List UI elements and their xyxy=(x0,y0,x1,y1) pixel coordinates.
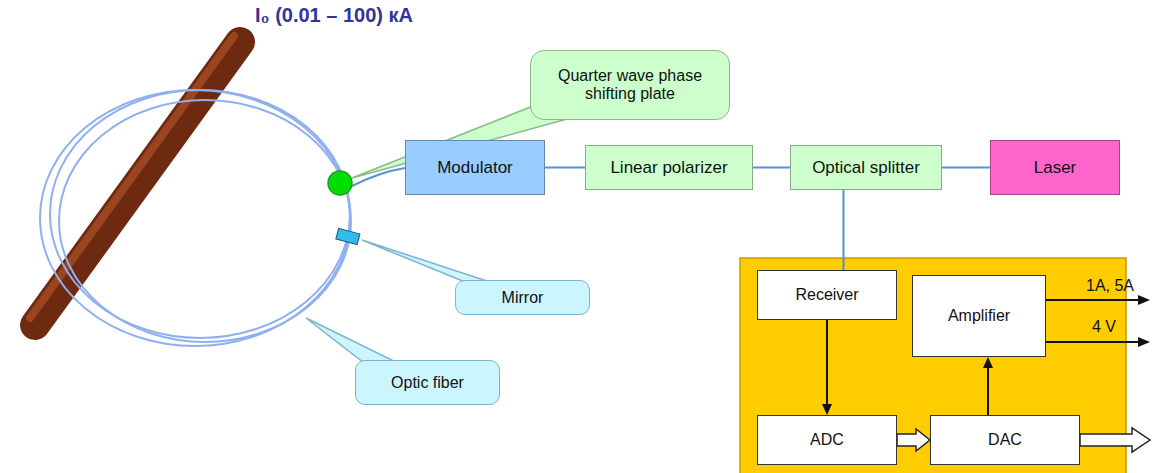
circuit-block: Receiver xyxy=(757,270,897,320)
output-wire xyxy=(1046,299,1140,301)
node-text: DAC xyxy=(988,431,1022,449)
circuit-block: Amplifier xyxy=(912,275,1046,357)
node-text: Modulator xyxy=(437,158,513,178)
quarter-wave-plate xyxy=(328,171,352,195)
node-text: Linear polarizer xyxy=(610,158,727,178)
digital-output-arrow xyxy=(1080,428,1150,452)
arrow-head xyxy=(822,404,832,415)
process-box: Laser xyxy=(990,140,1120,195)
callout-box: Mirror xyxy=(455,280,590,315)
output-wire xyxy=(1046,341,1140,343)
fiber-link xyxy=(545,167,585,169)
fiber-link xyxy=(942,167,990,169)
data-bus-arrow xyxy=(897,429,930,451)
fiber-loop xyxy=(40,90,350,346)
node-text: Receiver xyxy=(795,286,858,304)
current-range-label: I₀ (0.01 – 100) кА xyxy=(255,4,413,27)
arrow-head xyxy=(983,357,993,368)
callout-box: Optic fiber xyxy=(355,360,500,405)
node-text: Quarter wave phase shifting plate xyxy=(539,67,721,103)
circuit-block: ADC xyxy=(757,415,897,465)
fiber-loop xyxy=(59,100,351,342)
node-text: Optic fiber xyxy=(391,374,464,392)
electronics-panel xyxy=(740,258,1126,473)
node-text: Mirror xyxy=(502,289,544,307)
callout-tail xyxy=(306,318,396,366)
process-box: Modulator xyxy=(405,140,545,195)
node-text: Amplifier xyxy=(948,307,1010,325)
process-box: Optical splitter xyxy=(790,145,942,190)
rod-highlight xyxy=(30,36,234,318)
output-label: 1A, 5A xyxy=(1086,277,1134,295)
output-label: 4 V xyxy=(1092,318,1116,336)
node-text: ADC xyxy=(810,431,844,449)
fiber-link xyxy=(843,190,845,270)
callout-box: Quarter wave phase shifting plate xyxy=(530,50,730,120)
arrow-head xyxy=(1138,295,1150,305)
process-box: Linear polarizer xyxy=(585,145,753,190)
node-text: Optical splitter xyxy=(812,158,920,178)
circuit-block: DAC xyxy=(930,415,1080,465)
signal-arrow xyxy=(987,366,989,415)
callout-tail xyxy=(362,240,496,284)
node-text: Laser xyxy=(1034,158,1077,178)
signal-arrow xyxy=(826,320,828,406)
fiber-link xyxy=(753,167,790,169)
arrow-head xyxy=(1138,337,1150,347)
mirror-symbol xyxy=(336,228,360,244)
